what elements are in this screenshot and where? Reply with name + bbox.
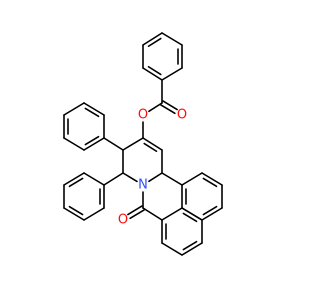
bond-Cb-O3-b bbox=[129, 209, 145, 220]
bond-Cc-O1 bbox=[148, 102, 163, 113]
bond-b5-b6 bbox=[83, 207, 105, 221]
bond-t3-t4 bbox=[161, 67, 183, 81]
bond-R6-a1 bbox=[103, 137, 124, 151]
bond-d4-d5 bbox=[181, 242, 203, 256]
bond-a5-a6 bbox=[63, 137, 85, 151]
atom-label-o2: O bbox=[177, 108, 187, 123]
bond-layer bbox=[63, 32, 223, 256]
bond-c4-c5 bbox=[201, 207, 223, 221]
bond-d5-d6 bbox=[161, 242, 183, 256]
bond-R1-R2-inner bbox=[143, 142, 158, 153]
bond-a3-a4 bbox=[63, 102, 85, 116]
bond-t6-t1 bbox=[142, 32, 163, 46]
bond-Cc-O2-a bbox=[160, 104, 176, 115]
bond-c4-c5-inner bbox=[202, 205, 218, 216]
bond-a2-a3-inner bbox=[84, 107, 100, 118]
bond-d2-d3-inner bbox=[182, 212, 198, 223]
bond-R3-N1 bbox=[148, 172, 163, 183]
bond-a2-a3 bbox=[83, 102, 105, 116]
bond-c1-c2 bbox=[181, 172, 203, 186]
atom-label-n1: N bbox=[138, 178, 148, 193]
bond-Cb-O3-a bbox=[127, 205, 143, 216]
atom-label-o1: O bbox=[138, 108, 148, 123]
bond-a6-a1 bbox=[83, 137, 105, 151]
bond-d2-d3 bbox=[181, 207, 203, 221]
bond-d4-d5-inner bbox=[182, 240, 198, 251]
atom-label-layer: O O N O bbox=[118, 108, 187, 228]
bond-Cb-d1 bbox=[142, 207, 163, 221]
bond-d1-d2 bbox=[161, 207, 183, 221]
bond-b4-b5 bbox=[63, 207, 85, 221]
bond-R5-b1 bbox=[103, 172, 124, 186]
bond-b2-b3 bbox=[63, 172, 85, 186]
bond-R6-R1 bbox=[122, 137, 144, 151]
bond-Cc-O2-b bbox=[162, 100, 178, 111]
bond-c2-c3 bbox=[201, 172, 223, 186]
bond-t6-t1-inner bbox=[147, 37, 162, 48]
bond-t4-t5 bbox=[142, 67, 163, 81]
bond-t1-t2 bbox=[161, 32, 183, 46]
structure-canvas: O O N O bbox=[63, 32, 223, 256]
atom-label-o3: O bbox=[118, 213, 128, 228]
bond-b1-b2 bbox=[83, 172, 105, 186]
bond-N1-R5 bbox=[122, 172, 138, 183]
bond-R1-R2 bbox=[142, 137, 163, 151]
bond-t4-t5-inner bbox=[147, 65, 162, 76]
bond-c2-c3-inner bbox=[202, 177, 218, 188]
bond-b4-b5-inner bbox=[68, 205, 84, 216]
bond-b2-b3-inner bbox=[68, 177, 84, 188]
bond-a6-a1-inner bbox=[84, 135, 100, 146]
bond-R3-c1 bbox=[161, 172, 183, 186]
